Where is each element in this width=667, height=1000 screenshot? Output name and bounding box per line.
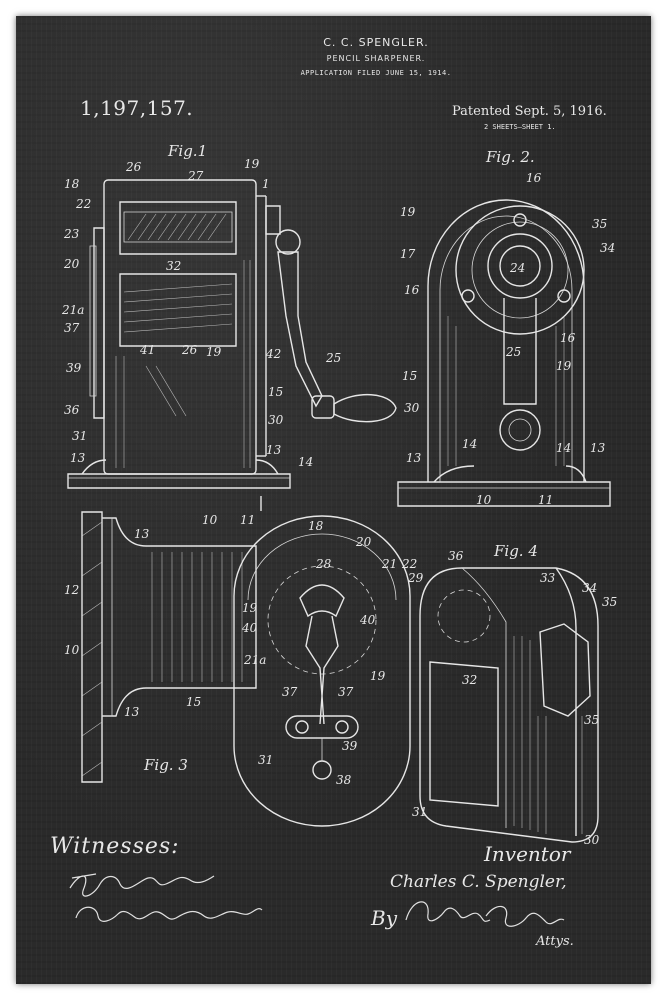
reference-numeral: 23 bbox=[63, 227, 80, 241]
reference-numeral: 26 bbox=[125, 160, 142, 174]
reference-numeral: 37 bbox=[64, 321, 80, 335]
reference-numeral: 19 bbox=[370, 669, 386, 683]
reference-numeral: 21a bbox=[61, 303, 84, 317]
reference-numeral: 33 bbox=[540, 571, 556, 585]
reference-numeral: 22 bbox=[75, 197, 91, 211]
reference-numeral: 13 bbox=[590, 441, 606, 455]
reference-numeral: 30 bbox=[268, 413, 284, 427]
reference-numeral: 40 bbox=[359, 613, 376, 627]
fig1-side-view: Fig.1 26 27 19 1 18 22 23 20 32 21a 37 3… bbox=[61, 142, 396, 527]
patent-number: 1,197,157. bbox=[80, 96, 194, 120]
reference-numeral: 37 bbox=[282, 685, 298, 699]
reference-numeral: 14 bbox=[556, 441, 571, 455]
by-label: By bbox=[371, 906, 397, 930]
reference-numeral: 21 bbox=[381, 557, 397, 571]
reference-numeral: 11 bbox=[538, 493, 553, 507]
reference-numeral: 19 bbox=[400, 205, 416, 219]
reference-numeral: 39 bbox=[66, 361, 82, 375]
reference-numeral: 13 bbox=[134, 527, 150, 541]
reference-numeral: 20 bbox=[63, 257, 80, 271]
reference-numeral: 32 bbox=[166, 259, 181, 273]
center-end-plate-view: 18 20 28 21 22 19 40 40 21a 19 37 37 39 … bbox=[234, 516, 417, 826]
reference-numeral: 27 bbox=[187, 169, 204, 183]
reference-numeral: 15 bbox=[268, 385, 283, 399]
fig4-label: Fig. 4 bbox=[493, 542, 538, 560]
reference-numeral: 34 bbox=[600, 241, 615, 255]
reference-numeral: 11 bbox=[240, 513, 255, 527]
fig4-perspective-view: Fig. 4 36 33 34 35 29 32 35 31 30 bbox=[407, 542, 617, 847]
reference-numeral: 24 bbox=[509, 261, 525, 275]
reference-numeral: 19 bbox=[206, 345, 222, 359]
fig2-label: Fig. 2. bbox=[485, 148, 535, 166]
invention-title: PENCIL SHARPENER. bbox=[326, 54, 426, 63]
reference-numeral: 13 bbox=[266, 443, 282, 457]
reference-numeral: 42 bbox=[265, 347, 281, 361]
reference-numeral: 15 bbox=[186, 695, 201, 709]
reference-numeral: 18 bbox=[308, 519, 324, 533]
reference-numeral: 1 bbox=[262, 177, 270, 191]
reference-numeral: 16 bbox=[560, 331, 576, 345]
reference-numeral: 10 bbox=[202, 513, 218, 527]
inventor-name: C. C. SPENGLER. bbox=[323, 36, 429, 49]
attorney-signature bbox=[406, 902, 564, 926]
reference-numeral: 25 bbox=[505, 345, 521, 359]
witness-signature-1 bbox=[70, 874, 214, 896]
reference-numeral: 13 bbox=[124, 705, 140, 719]
reference-numeral: 15 bbox=[402, 369, 417, 383]
reference-numeral: 13 bbox=[406, 451, 422, 465]
reference-numeral: 16 bbox=[526, 171, 542, 185]
fig1-label: Fig.1 bbox=[167, 142, 207, 160]
reference-numeral: 37 bbox=[338, 685, 354, 699]
reference-numeral: 10 bbox=[64, 643, 80, 657]
witnesses-label: Witnesses: bbox=[50, 834, 180, 859]
patent-poster: C. C. SPENGLER. PENCIL SHARPENER. APPLIC… bbox=[16, 16, 651, 984]
reference-numeral: 31 bbox=[258, 753, 273, 767]
application-filed: APPLICATION FILED JUNE 15, 1914. bbox=[300, 69, 452, 77]
reference-numeral: 28 bbox=[315, 557, 332, 571]
reference-numeral: 10 bbox=[476, 493, 492, 507]
reference-numeral: 22 bbox=[401, 557, 417, 571]
reference-numeral: 35 bbox=[592, 217, 607, 231]
reference-numeral: 29 bbox=[407, 571, 424, 585]
patented-date: Patented Sept. 5, 1916. bbox=[452, 104, 607, 119]
inventor-full-name: Charles C. Spengler, bbox=[390, 872, 567, 892]
reference-numeral: 19 bbox=[244, 157, 260, 171]
reference-numeral: 30 bbox=[404, 401, 420, 415]
reference-numeral: 16 bbox=[404, 283, 420, 297]
reference-numeral: 35 bbox=[602, 595, 617, 609]
reference-numeral: 14 bbox=[462, 437, 477, 451]
reference-numeral: 30 bbox=[584, 833, 600, 847]
fig2-end-view: Fig. 2. 16 19 35 34 17 24 16 25 19 15 30… bbox=[398, 148, 615, 507]
reference-numeral: 18 bbox=[64, 177, 80, 191]
reference-numeral: 34 bbox=[582, 581, 597, 595]
reference-numeral: 31 bbox=[412, 805, 427, 819]
reference-numeral: 19 bbox=[556, 359, 572, 373]
inventor-label: Inventor bbox=[484, 842, 571, 866]
reference-numeral: 21a bbox=[243, 653, 266, 667]
reference-numeral: 12 bbox=[64, 583, 79, 597]
reference-numeral: 19 bbox=[242, 601, 258, 615]
reference-numeral: 26 bbox=[181, 343, 198, 357]
reference-numeral: 38 bbox=[336, 773, 352, 787]
reference-numeral: 40 bbox=[241, 621, 258, 635]
reference-numeral: 31 bbox=[72, 429, 87, 443]
reference-numeral: 20 bbox=[355, 535, 372, 549]
reference-numeral: 36 bbox=[448, 549, 464, 563]
fig3-section-view: Fig. 3 13 12 10 15 13 bbox=[64, 512, 256, 782]
reference-numeral: 13 bbox=[70, 451, 86, 465]
reference-numeral: 41 bbox=[139, 343, 155, 357]
reference-numeral: 17 bbox=[400, 247, 416, 261]
fig3-label: Fig. 3 bbox=[143, 756, 188, 774]
attys-label: Attys. bbox=[536, 934, 574, 949]
reference-numeral: 39 bbox=[342, 739, 358, 753]
reference-numeral: 25 bbox=[325, 351, 341, 365]
technical-drawing: Fig.1 26 27 19 1 18 22 23 20 32 21a 37 3… bbox=[61, 142, 617, 984]
sheet-count: 2 SHEETS—SHEET 1. bbox=[484, 123, 556, 131]
witness-signature-2 bbox=[76, 907, 262, 921]
reference-numeral: 36 bbox=[64, 403, 80, 417]
reference-numeral: 32 bbox=[462, 673, 477, 687]
reference-numeral: 35 bbox=[584, 713, 599, 727]
reference-numeral: 14 bbox=[298, 455, 313, 469]
